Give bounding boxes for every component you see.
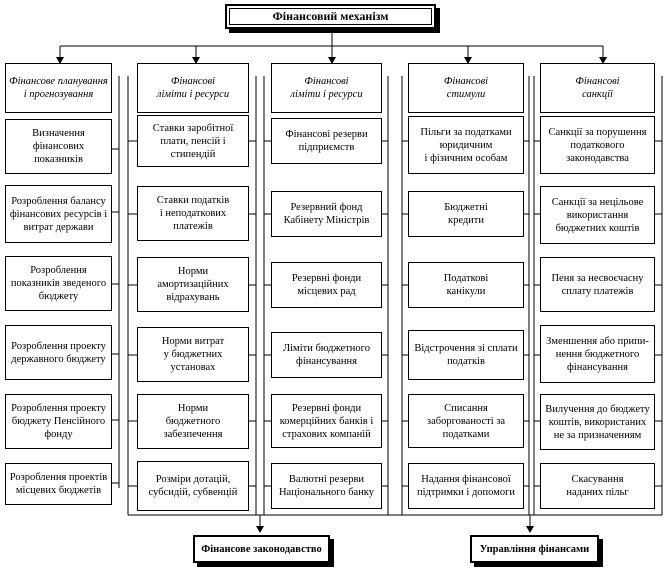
column-item: Ліміти бюджетного фінансування	[271, 332, 382, 378]
column-item: Розроблення проекту державного бюджету	[5, 325, 112, 380]
column-item-label: Визначення фінансових показників	[32, 128, 85, 165]
column-item: Розроблення балансу фінансових ресурсів …	[5, 185, 112, 243]
column-item-label: Розроблення проекту державного бюджету	[11, 340, 106, 365]
column-item: Резервні фонди місцевих рад	[271, 262, 382, 308]
column-item: Резервні фонди комерційних банків і стра…	[271, 394, 382, 448]
bottom-box-label: Управління фінансами	[479, 543, 590, 555]
column-item: Норми амортизаційних відрахувань	[137, 257, 249, 312]
column-item: Резервний фонд Кабінету Міністрів	[271, 191, 382, 237]
column-item-label: Резервні фонди місцевих рад	[291, 273, 362, 297]
column-item: Санкції за нецільове використання бюджет…	[540, 186, 655, 244]
column-item: Санкції за порушення податкового законод…	[540, 116, 655, 174]
column-item-label: Зменшення або припи- нення бюджетного фі…	[546, 335, 649, 373]
column-header-label: Фінансові санкції	[575, 76, 620, 100]
column-item-label: Податкові канікули	[443, 273, 489, 297]
column-item: Пеня за несвоєчасну сплату платежів	[540, 257, 655, 312]
column-item: Норми витрат у бюджетних установах	[137, 327, 249, 382]
column-item-label: Резервний фонд Кабінету Міністрів	[283, 202, 370, 226]
column-item-label: Фінансові резерви підприємств	[285, 129, 368, 153]
root-node: Фінансовий механізм	[225, 4, 436, 29]
column-item: Норми бюджетного забезпечення	[137, 394, 249, 449]
root-label: Фінансовий механізм	[272, 9, 389, 23]
column-item: Розроблення проекту бюджету Пенсійного ф…	[5, 394, 112, 449]
column-item-label: Відстрочення зі сплати податків	[414, 343, 518, 367]
column-item-label: Ставки податків і неподаткових платежів	[156, 195, 230, 232]
column-item: Ставки заробітної плати, пенсій і стипен…	[137, 115, 249, 167]
column-header-label: Фінансові ліміти і ресурси	[290, 76, 363, 100]
column-item-label: Розроблення показників зведеного бюджету	[10, 265, 107, 302]
column-header-limits-1: Фінансові ліміти і ресурси	[137, 63, 249, 113]
column-item: Розроблення показників зведеного бюджету	[5, 256, 112, 311]
bottom-box-management: Управління фінансами	[470, 535, 599, 563]
column-item-label: Валютні резерви Національного банку	[278, 474, 375, 498]
column-item: Зменшення або припи- нення бюджетного фі…	[540, 325, 655, 383]
column-item: Надання фінансової підтримки і допомоги	[408, 463, 524, 509]
column-header-sanctions: Фінансові санкції	[540, 63, 655, 113]
column-item-label: Ставки заробітної плати, пенсій і стипен…	[152, 122, 234, 160]
column-item-label: Вилучення до бюджету коштів, використани…	[545, 403, 650, 441]
column-header-planning: Фінансове планування і прогнозування	[5, 63, 112, 113]
column-item-label: Списання заборгованості за податками	[426, 402, 506, 440]
column-item-label: Розроблення проекту бюджету Пенсійного ф…	[11, 403, 106, 440]
bottom-box-label: Фінансове законодавство	[201, 543, 322, 555]
bottom-box-legislation: Фінансове законодавство	[193, 535, 330, 563]
column-item-label: Скасування наданих пільг	[566, 474, 629, 498]
column-item: Пільги за податками юридичним і фізичним…	[408, 116, 524, 174]
column-item-label: Розроблення проектів місцевих бюджетів	[9, 472, 108, 496]
column-item-label: Резервні фонди комерційних банків і стра…	[279, 402, 374, 440]
column-item-label: Ліміти бюджетного фінансування	[283, 343, 370, 367]
column-item-label: Норми амортизаційних відрахувань	[157, 266, 229, 303]
column-header-label: Фінансові ліміти і ресурси	[156, 76, 230, 100]
column-item-label: Норми витрат у бюджетних установах	[161, 336, 225, 373]
column-item: Валютні резерви Національного банку	[271, 463, 382, 509]
column-item: Списання заборгованості за податками	[408, 394, 524, 448]
column-item-label: Санкції за нецільове використання бюджет…	[551, 196, 644, 234]
column-header-label: Фінансові стимули	[443, 76, 489, 100]
column-item: Визначення фінансових показників	[5, 119, 112, 174]
column-header-stimuli: Фінансові стимули	[408, 63, 524, 113]
column-item-label: Норми бюджетного забезпечення	[163, 403, 223, 440]
column-item-label: Бюджетні кредити	[444, 202, 488, 226]
column-item: Бюджетні кредити	[408, 191, 524, 237]
column-item: Розміри дотацій, субсидій, субвенцій	[137, 461, 249, 511]
column-item-label: Пільги за податками юридичним і фізичним…	[420, 126, 512, 164]
column-header-limits-2: Фінансові ліміти і ресурси	[271, 63, 382, 113]
column-item: Скасування наданих пільг	[540, 463, 655, 509]
column-item: Вилучення до бюджету коштів, використани…	[540, 394, 655, 450]
column-item: Розроблення проектів місцевих бюджетів	[5, 463, 112, 505]
column-item-label: Санкції за порушення податкового законод…	[548, 126, 647, 164]
column-item-label: Розроблення балансу фінансових ресурсів …	[9, 195, 108, 233]
column-header-label: Фінансове планування і прогнозування	[9, 76, 108, 100]
column-item-label: Надання фінансової підтримки і допомоги	[416, 474, 516, 498]
column-item-label: Пеня за несвоєчасну сплату платежів	[551, 272, 644, 297]
column-item: Відстрочення зі сплати податків	[408, 330, 524, 380]
column-item: Фінансові резерви підприємств	[271, 118, 382, 164]
column-item: Ставки податків і неподаткових платежів	[137, 186, 249, 241]
column-item: Податкові канікули	[408, 262, 524, 308]
column-item-label: Розміри дотацій, субсидій, субвенцій	[148, 474, 238, 498]
